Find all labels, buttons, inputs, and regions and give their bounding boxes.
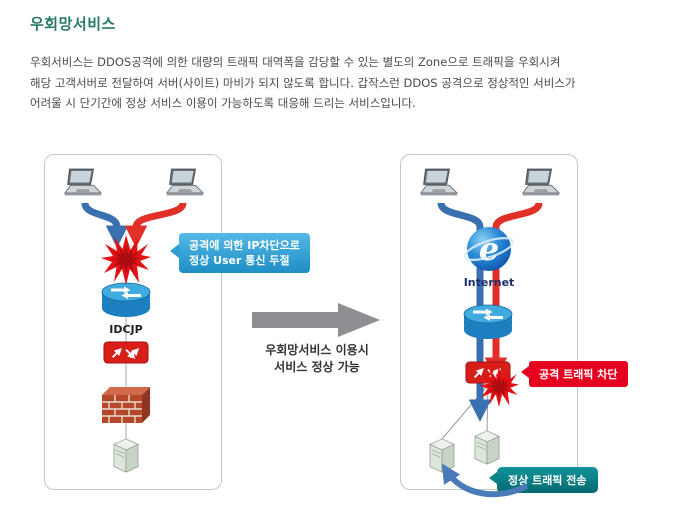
before-service-panel: IDCJP xyxy=(44,154,310,490)
server-icon xyxy=(112,437,140,474)
callout-pointer xyxy=(521,366,529,378)
callout-pointer xyxy=(170,244,179,258)
after-service-panel: e Internet xyxy=(400,154,628,498)
transition-caption: 우회망서비스 이용시 서비스 정상 가능 xyxy=(237,342,397,376)
router-icon xyxy=(461,301,515,343)
explosion-icon xyxy=(479,367,519,407)
callout-line-1: 공격에 의한 IP차단으로 xyxy=(189,239,300,252)
page-description: 우회서비스는 DDOS공격에 의한 대량의 트래픽 대역폭을 감당할 수 있는 … xyxy=(30,52,660,114)
callout-pointer xyxy=(489,472,497,484)
attack-traffic-blocked-callout: 공격 트래픽 차단 xyxy=(521,361,628,387)
switch-icon xyxy=(103,341,149,364)
normal-traffic-curved-arrow xyxy=(441,463,529,498)
description-line-3: 어려울 시 단기간에 정상 서비스 이용이 가능하도록 대응해 드리는 서비스입… xyxy=(30,96,416,110)
router-icon xyxy=(99,279,153,321)
laptop-icon xyxy=(163,167,205,198)
internet-globe-icon: e xyxy=(463,223,515,275)
explosion-icon xyxy=(101,235,151,285)
before-flow-arrows xyxy=(81,201,187,455)
after-flow-arrows xyxy=(437,201,543,440)
right-block-arrow xyxy=(252,303,380,337)
laptop-icon xyxy=(519,167,561,198)
laptop-icon xyxy=(61,167,103,198)
description-line-1: 우회서비스는 DDOS공격에 의한 대량의 트래픽 대역폭을 감당할 수 있는 … xyxy=(30,55,561,69)
callout-text: 정상 트래픽 전송 xyxy=(508,474,587,487)
firewall-icon xyxy=(102,387,150,423)
callout-line-2: 정상 User 통신 두절 xyxy=(189,254,290,267)
laptop-icon xyxy=(417,167,459,198)
page-title: 우회망서비스 xyxy=(30,15,116,33)
router-label: IDCJP xyxy=(109,323,143,336)
attack-blocked-callout: 공격에 의한 IP차단으로 정상 User 통신 두절 xyxy=(170,233,310,273)
callout-text: 공격 트래픽 차단 xyxy=(539,368,618,381)
transition-caption-line-2: 서비스 정상 가능 xyxy=(274,360,360,374)
description-line-2: 해당 고객서버로 전달하여 서버(사이트) 마비가 되지 않도록 합니다. 갑작… xyxy=(30,75,576,90)
transition-caption-line-1: 우회망서비스 이용시 xyxy=(265,343,369,357)
internet-label: Internet xyxy=(463,276,515,289)
server-icon xyxy=(473,429,501,466)
